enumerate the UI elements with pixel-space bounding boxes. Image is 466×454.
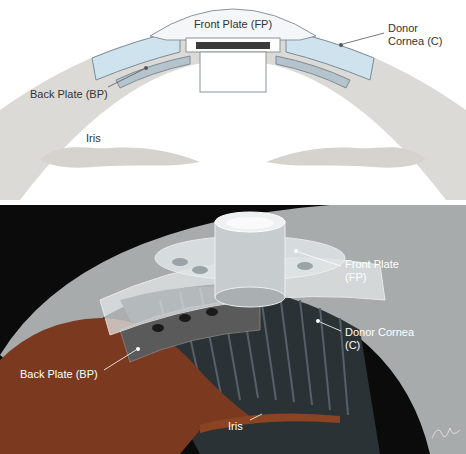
back-plate bbox=[116, 56, 190, 88]
iris-shape bbox=[40, 147, 200, 167]
top-ground bbox=[0, 0, 466, 204]
part-label: Back Plate (BP) bbox=[30, 88, 108, 101]
cornea-sclera bbox=[0, 28, 466, 201]
cornea-sclera bbox=[0, 205, 466, 454]
leader-line bbox=[343, 33, 384, 44]
front-plate bbox=[150, 9, 316, 40]
part-label: Donor Cornea (C) bbox=[345, 326, 425, 352]
front-plate-base bbox=[186, 38, 280, 52]
back-plate bbox=[276, 56, 350, 88]
optic-stem bbox=[200, 52, 266, 92]
part-label: Iris bbox=[86, 132, 101, 145]
leader-line bbox=[250, 414, 262, 420]
bottom-ground bbox=[0, 205, 466, 454]
optic-top bbox=[215, 212, 285, 232]
leader-line bbox=[298, 252, 341, 266]
optic-lens bbox=[226, 217, 274, 229]
front-plate-bar bbox=[196, 42, 270, 49]
optic-cylinder bbox=[215, 222, 285, 297]
leader-line bbox=[104, 350, 136, 370]
leader-dot bbox=[316, 319, 320, 323]
leader-dot bbox=[144, 66, 148, 70]
optic-bottom bbox=[215, 287, 285, 307]
leader-dot bbox=[339, 43, 343, 47]
leader-dot bbox=[294, 249, 298, 253]
signature-mark bbox=[432, 428, 460, 438]
part-label: Front Plate (FP) bbox=[194, 18, 272, 31]
leader-line bbox=[108, 69, 144, 87]
leader-dot bbox=[136, 347, 140, 351]
iris-edge bbox=[200, 413, 340, 433]
part-label: Back Plate (BP) bbox=[20, 368, 98, 381]
part-label: Iris bbox=[228, 420, 243, 433]
leader-line bbox=[320, 322, 341, 331]
iris-shape bbox=[266, 147, 426, 167]
part-label: Donor Cornea (C) bbox=[388, 22, 450, 48]
part-label: Front Plate (FP) bbox=[345, 258, 415, 284]
